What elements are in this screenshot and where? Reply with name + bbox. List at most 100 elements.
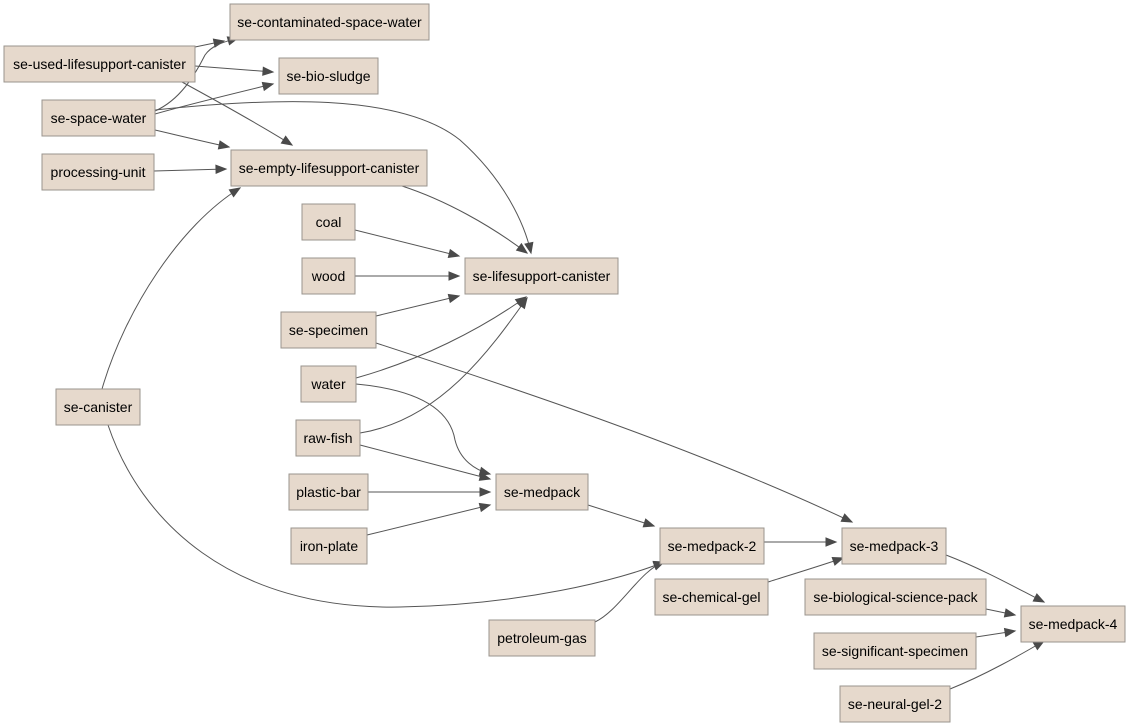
- edge-line: [587, 504, 655, 527]
- node-se-chemical-gel[interactable]: se-chemical-gel: [654, 578, 769, 616]
- arrowhead: [831, 556, 845, 566]
- node-se-used-lifesupport-canister[interactable]: se-used-lifesupport-canister: [3, 45, 196, 83]
- edge-line: [154, 83, 274, 115]
- node-se-bio-sludge[interactable]: se-bio-sludge: [278, 57, 379, 95]
- node-label: se-lifesupport-canister: [473, 268, 611, 284]
- node-label: se-medpack: [504, 484, 581, 500]
- arrowhead: [447, 248, 461, 259]
- edge-processing-unit-to-se-empty-lifesupport-canister: [153, 164, 228, 175]
- node-label: wood: [311, 268, 345, 284]
- edge-wood-to-se-lifesupport-canister: [355, 271, 461, 281]
- node-raw-fish[interactable]: raw-fish: [295, 419, 361, 457]
- node-box: [41, 153, 155, 191]
- node-label: raw-fish: [303, 430, 352, 446]
- node-se-specimen[interactable]: se-specimen: [280, 311, 377, 349]
- node-se-significant-specimen[interactable]: se-significant-specimen: [813, 632, 977, 670]
- edge-water-to-se-lifesupport-canister: [355, 296, 528, 379]
- node-label: se-chemical-gel: [662, 589, 760, 605]
- node-plastic-bar[interactable]: plastic-bar: [288, 473, 369, 511]
- node-label: se-medpack-2: [668, 538, 757, 554]
- node-label: se-canister: [64, 399, 133, 415]
- node-box: [804, 578, 987, 616]
- node-coal[interactable]: coal: [301, 203, 356, 241]
- edge-line: [354, 229, 460, 257]
- node-label: processing-unit: [51, 164, 146, 180]
- arrowhead: [515, 242, 529, 254]
- node-label: se-significant-specimen: [822, 643, 968, 659]
- edge-line: [154, 129, 230, 148]
- node-se-medpack-3[interactable]: se-medpack-3: [841, 527, 947, 565]
- node-label: se-neural-gel-2: [848, 696, 942, 712]
- edge-line: [401, 185, 528, 254]
- edge-line: [154, 37, 239, 112]
- node-box: [1020, 605, 1126, 643]
- edge-se-used-lifesupport-canister-to-se-empty-lifesupport-canister: [181, 81, 294, 146]
- node-se-contaminated-space-water[interactable]: se-contaminated-space-water: [229, 3, 430, 41]
- node-se-biological-science-pack[interactable]: se-biological-science-pack: [804, 578, 987, 616]
- node-se-neural-gel-2[interactable]: se-neural-gel-2: [839, 685, 951, 723]
- node-se-empty-lifesupport-canister[interactable]: se-empty-lifesupport-canister: [230, 149, 428, 187]
- node-label: plastic-bar: [296, 484, 361, 500]
- node-label: se-medpack-3: [850, 538, 939, 554]
- node-box: [41, 99, 156, 137]
- node-water[interactable]: water: [300, 365, 357, 403]
- node-box: [301, 257, 356, 295]
- node-box: [813, 632, 977, 670]
- arrowhead: [479, 487, 492, 497]
- node-box: [3, 45, 196, 83]
- node-label: petroleum-gas: [497, 630, 587, 646]
- edge-plastic-bar-to-se-medpack: [368, 487, 492, 497]
- arrowhead: [261, 81, 275, 92]
- edge-se-significant-specimen-to-se-medpack-4: [975, 627, 1017, 638]
- edge-line: [359, 444, 491, 480]
- arrowhead: [1032, 593, 1046, 603]
- edge-petroleum-gas-to-se-medpack-2: [594, 560, 666, 623]
- edge-line: [101, 187, 241, 390]
- arrowhead: [642, 518, 656, 528]
- edge-raw-fish-to-se-lifesupport-canister: [359, 296, 528, 434]
- node-label: water: [310, 376, 346, 392]
- node-petroleum-gas[interactable]: petroleum-gas: [488, 619, 596, 657]
- node-box: [288, 473, 369, 511]
- node-box: [229, 3, 430, 41]
- edge-se-space-water-to-se-empty-lifesupport-canister: [154, 129, 231, 150]
- arrowhead: [478, 502, 492, 513]
- node-label: se-specimen: [289, 322, 368, 338]
- edge-se-empty-lifesupport-canister-to-se-lifesupport-canister: [401, 185, 529, 254]
- node-se-medpack-2[interactable]: se-medpack-2: [659, 527, 765, 565]
- node-se-canister[interactable]: se-canister: [55, 388, 141, 426]
- node-box: [230, 149, 428, 187]
- node-box: [300, 365, 357, 403]
- node-box: [290, 527, 368, 565]
- edge-line: [181, 81, 293, 146]
- edge-se-specimen-to-se-lifesupport-canister: [375, 293, 461, 317]
- edge-se-medpack-3-to-se-medpack-4: [945, 554, 1046, 603]
- edge-se-medpack-to-se-medpack-2: [587, 504, 656, 528]
- node-se-lifesupport-canister[interactable]: se-lifesupport-canister: [464, 257, 619, 295]
- node-se-space-water[interactable]: se-space-water: [41, 99, 156, 137]
- arrowhead: [228, 187, 242, 198]
- node-label: se-contaminated-space-water: [237, 14, 422, 30]
- node-box: [301, 203, 356, 241]
- edge-coal-to-se-lifesupport-canister: [354, 229, 461, 259]
- edge-iron-plate-to-se-medpack: [366, 502, 492, 536]
- arrowhead: [215, 164, 228, 175]
- arrowhead: [524, 241, 534, 255]
- node-box: [280, 311, 377, 349]
- edge-line: [767, 557, 844, 583]
- node-box: [654, 578, 769, 616]
- node-label: se-used-lifesupport-canister: [13, 56, 186, 72]
- node-iron-plate[interactable]: iron-plate: [290, 527, 368, 565]
- node-processing-unit[interactable]: processing-unit: [41, 153, 155, 191]
- arrowhead: [478, 471, 492, 481]
- edge-line: [594, 561, 665, 623]
- node-box: [488, 619, 596, 657]
- node-se-medpack-4[interactable]: se-medpack-4: [1020, 605, 1126, 643]
- node-wood[interactable]: wood: [301, 257, 356, 295]
- node-label: se-bio-sludge: [286, 68, 370, 84]
- edge-line: [375, 342, 853, 523]
- edge-se-biological-science-pack-to-se-medpack-4: [985, 608, 1017, 618]
- node-se-medpack[interactable]: se-medpack: [495, 473, 589, 511]
- node-label: se-biological-science-pack: [813, 589, 978, 605]
